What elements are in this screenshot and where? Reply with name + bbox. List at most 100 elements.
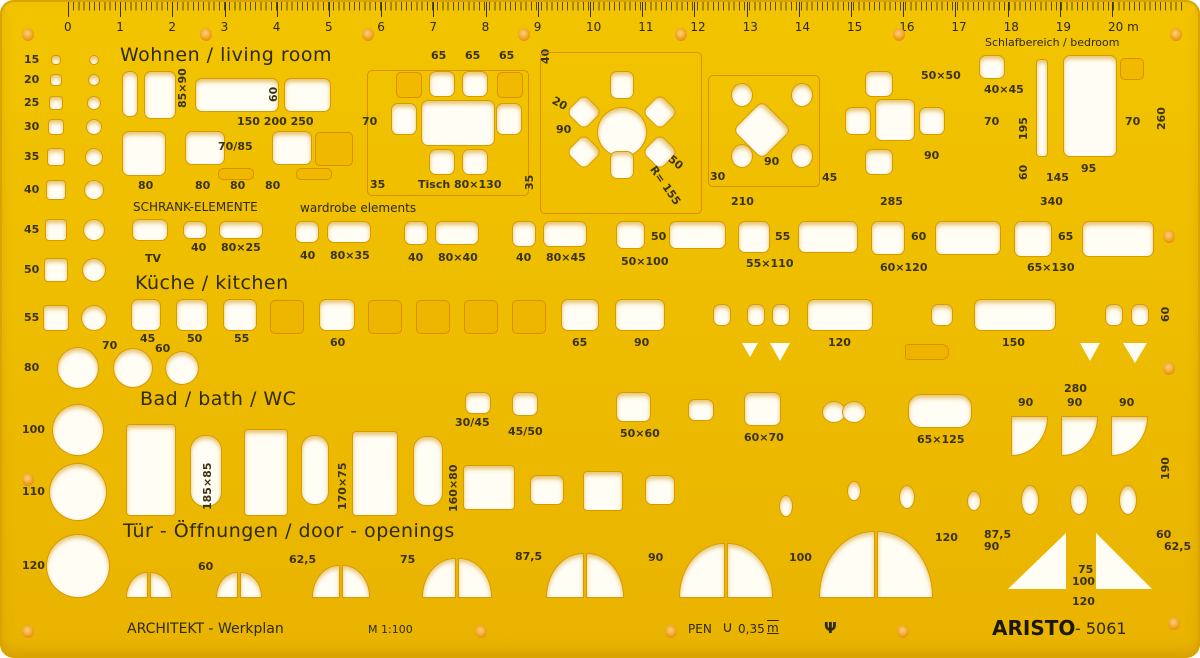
- basin-cutout: [823, 402, 845, 422]
- door-swing-cutout: [313, 565, 339, 597]
- dim-label: 45/50: [508, 425, 543, 438]
- ruler-label: 13: [742, 20, 758, 34]
- section-living-title: Wohnen / living room: [120, 44, 332, 66]
- appliance-cutout: [1132, 305, 1148, 325]
- scale-square-cutout: [50, 97, 62, 109]
- scale-square-cutout: [51, 75, 61, 85]
- ghost-outline: [218, 168, 254, 180]
- chair-cutout: [732, 84, 752, 106]
- chair-cutout: [732, 145, 752, 167]
- dim-label: 65: [1058, 230, 1074, 243]
- door-swing-cutout: [343, 565, 369, 597]
- pen-size: 0,35: [738, 622, 765, 636]
- dim-label: 70: [1125, 115, 1141, 128]
- double-basin-cutout: [909, 395, 971, 427]
- rivet-icon: [22, 28, 34, 41]
- dim-label: 90: [924, 149, 940, 162]
- dim-label: 65: [431, 49, 447, 62]
- dim-label: 62,5: [289, 553, 317, 566]
- cabinet-cutout: [436, 222, 478, 244]
- bed-slot-cutout: [1037, 60, 1047, 156]
- ruler-label: 11: [638, 20, 654, 34]
- stove-outline: [368, 300, 402, 334]
- square-table-cutout: [876, 100, 914, 140]
- nightstand-cutout: [980, 56, 1004, 78]
- dim-label: 95: [1081, 162, 1097, 175]
- dim-label: 50: [651, 230, 667, 243]
- basin-cutout: [513, 393, 537, 415]
- scale-circle-cutout: [58, 348, 98, 388]
- door-swing-cutout: [820, 532, 874, 597]
- kitchen-cabinet-cutout: [132, 300, 160, 330]
- cabinet-cutout: [184, 222, 206, 238]
- scale-square-cutout: [52, 56, 60, 64]
- scale-circle-cutout: [86, 149, 102, 165]
- kitchen-cabinet-cutout: [177, 300, 207, 330]
- dim-label: 65: [572, 336, 588, 349]
- chair-cutout: [497, 104, 521, 134]
- section-bedroom-title: Schlafbereich / bedroom: [985, 36, 1120, 49]
- pen-unit: m: [767, 621, 779, 635]
- ruler-label: 12: [690, 20, 706, 34]
- dim-label: 100: [789, 551, 812, 564]
- appliance-cutout: [748, 305, 764, 325]
- armchair-cutout: [145, 72, 175, 118]
- scale-square-cutout: [46, 220, 66, 240]
- pen-nib-icon: ∪: [722, 618, 733, 636]
- dim-label: 60: [330, 336, 346, 349]
- ruler-major-tick: [642, 2, 644, 17]
- door-swing-cutout: [127, 573, 147, 597]
- dim-label: 30: [710, 170, 726, 183]
- shower-cutout: [584, 472, 622, 510]
- chair-cutout: [866, 72, 892, 96]
- trident-icon: Ψ: [824, 619, 837, 637]
- dim-label: 40: [408, 251, 424, 264]
- dim-label: 75: [400, 553, 416, 566]
- dim-label: 90: [648, 551, 664, 564]
- dim-label: 87,5: [515, 550, 543, 563]
- dim-label: 285: [880, 195, 903, 208]
- dim-label: 60: [1017, 164, 1030, 180]
- wc-cutout: [1120, 486, 1136, 514]
- ruler-label: 2: [168, 20, 177, 34]
- dim-label: 160×80: [447, 464, 460, 513]
- brand-name: ARISTO: [992, 616, 1076, 640]
- dim-label: 45: [822, 171, 838, 184]
- dim-label: 85×90: [176, 68, 189, 108]
- wc-cutout: [1071, 486, 1087, 514]
- dim-label: 75: [1078, 563, 1094, 576]
- cabinet-cutout: [220, 222, 262, 238]
- dim-label: 62,5: [1164, 540, 1192, 553]
- dim-label: 80×45: [546, 251, 586, 264]
- scale-label: 50: [24, 263, 40, 276]
- ruler-major-tick: [694, 2, 696, 17]
- dim-label: 60: [911, 230, 927, 243]
- bathtub-cutout: [353, 432, 397, 515]
- dim-label: 35: [523, 174, 536, 190]
- scale-label: 30: [24, 120, 40, 133]
- dim-label: 170×75: [336, 462, 349, 511]
- dim-label: 65×125: [917, 433, 965, 446]
- ruler-label: 9: [533, 20, 542, 34]
- dim-label: 55×110: [746, 257, 794, 270]
- dim-label: 40×45: [984, 83, 1024, 96]
- dim-label: 50: [187, 332, 203, 345]
- ghost-outline: [296, 168, 332, 180]
- table-cutout: [422, 101, 494, 145]
- dim-label: 80×40: [438, 251, 478, 264]
- chair-cutout: [186, 132, 224, 164]
- scale-square-cutout: [45, 259, 67, 281]
- dim-label: 150 200 250: [237, 115, 314, 128]
- shower-cutout: [531, 476, 563, 504]
- tv-cutout: [133, 220, 167, 240]
- scale-label: 120: [22, 559, 45, 572]
- dim-label: 280: [1064, 382, 1087, 395]
- ghost-outline: [315, 132, 353, 166]
- rivet-icon: [675, 28, 687, 41]
- sofa-long-cutout: [196, 79, 278, 111]
- chair-cutout: [123, 132, 165, 175]
- bed-cutout: [872, 222, 904, 254]
- ruler-label: 10: [586, 20, 602, 34]
- dim-label: 90: [1067, 396, 1083, 409]
- basin-cutout: [689, 400, 713, 420]
